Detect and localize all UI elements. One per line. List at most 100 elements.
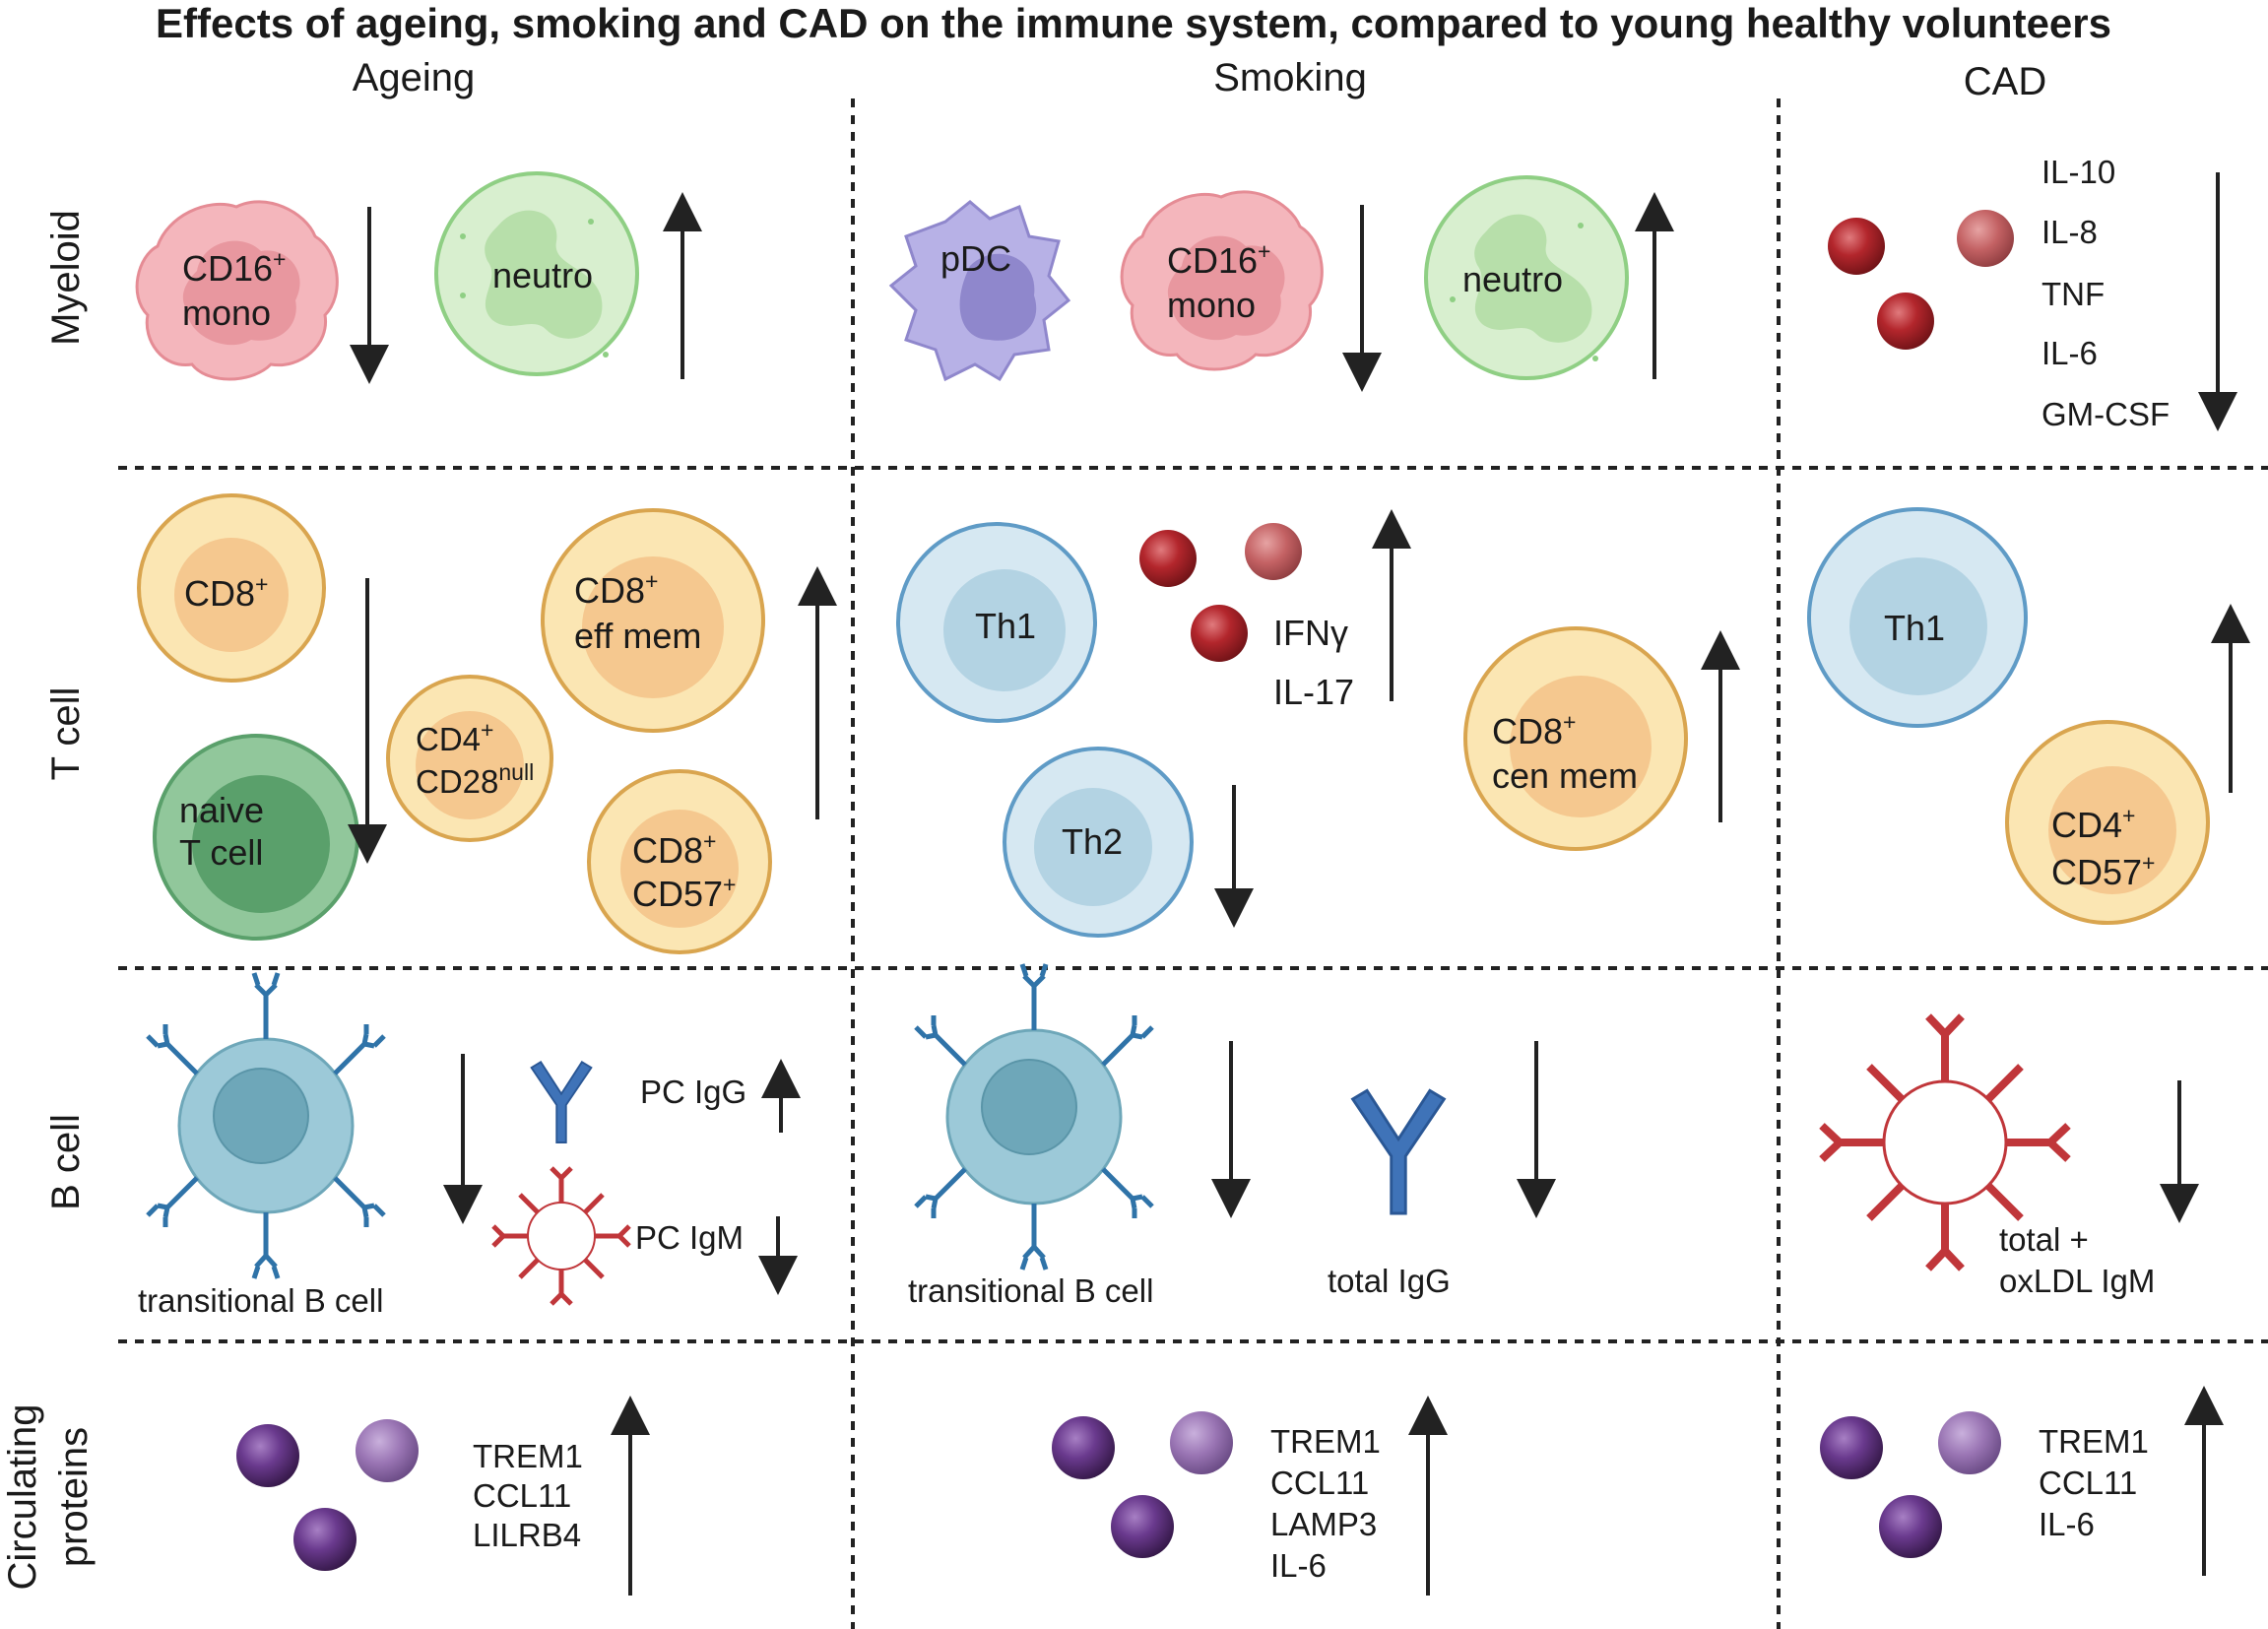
protein-dot-ageing-2 [356,1419,419,1482]
svg-text:CD57+: CD57+ [632,872,736,914]
label-cd8-cd57: CD8 [632,830,703,871]
cytokine-dot-ifn-1 [1139,530,1197,587]
label-cd28: CD28 [416,763,498,800]
protein-dot-cad-2 [1938,1411,2001,1474]
igg-icon-smoking [1351,1088,1446,1215]
cd16-monocyte-ageing: CD16+ mono [135,200,339,381]
naive-t-cell: naive T cell [153,734,359,941]
row-header-t-cell: T cell [44,687,88,781]
cytokine-dot-ifn-2 [1245,523,1302,580]
row-header-b-cell: B cell [44,1114,88,1210]
row-header-proteins: proteins [52,1427,96,1567]
label-transitional-smoking: transitional B cell [908,1272,1153,1309]
cd4-cd28null-cell: CD4+ CD28null [386,675,553,842]
label-pc-igg: PC IgG [640,1074,746,1110]
label-cd16-sup: + [273,246,286,272]
pdc-smoking: pDC [888,200,1071,382]
svg-text:CD4+: CD4+ [416,717,493,757]
label-transitional-ageing: transitional B cell [138,1282,383,1319]
cd16-monocyte-smoking: CD16+ mono [1120,190,1324,371]
cytokine-dot-2 [1957,210,2014,267]
label-mono: mono [182,293,271,333]
label-total-igg: total IgG [1328,1263,1451,1299]
protein-dot-smoking-1 [1052,1416,1115,1479]
protein-smoking-lamp3: LAMP3 [1270,1506,1377,1542]
column-header-smoking: Smoking [1213,56,1367,99]
label-cd16: CD16 [182,248,273,289]
protein-cad-trem1: TREM1 [2039,1423,2149,1460]
label-cd28-null: null [498,759,534,785]
cd4-cd57-cell-cad: CD4+ CD57+ [2005,720,2210,925]
label-neutro: neutro [492,255,593,295]
cytokine-dot-3 [1877,293,1934,350]
svg-text:CD57+: CD57+ [2051,850,2155,892]
protein-ageing-lilrb4: LILRB4 [473,1517,581,1553]
cd8-cen-mem-cell: CD8+ cen mem [1463,626,1688,851]
igm-icon-ageing [491,1166,631,1306]
label-eff-mem: eff mem [574,616,701,656]
igm-icon-cad [1819,1013,2071,1271]
label-naive: naive [179,790,264,830]
svg-text:CD28null: CD28null [416,759,534,800]
protein-cad-il6: IL-6 [2039,1506,2095,1542]
label-cd57-cad: CD57 [2051,852,2142,892]
cytokine-tnf: TNF [2041,276,2105,312]
protein-dot-cad-1 [1820,1416,1883,1479]
label-mono-smoking: mono [1167,285,1256,325]
protein-dot-cad-3 [1879,1495,1942,1558]
label-cd4-cad-sup: + [2122,803,2135,828]
label-cd57-cad-sup: + [2142,850,2155,876]
label-th1-cad: Th1 [1884,608,1945,648]
th2-cell-smoking: Th2 [1003,747,1194,938]
neutrophil-ageing: neutro [434,171,639,376]
label-cd8-effmem-sup: + [645,568,658,594]
cytokine-dot-ifn-3 [1191,605,1248,662]
label-cd4-sup: + [481,717,493,743]
label-total-plus: total + [1999,1221,2089,1258]
label-cen-mem: cen mem [1492,755,1638,796]
protein-ageing-ccl11: CCL11 [473,1477,571,1514]
svg-text:CD16+: CD16+ [182,246,286,289]
cd8-eff-mem-cell: CD8+ eff mem [541,508,765,733]
cytokine-gmcsf: GM-CSF [2041,396,2170,432]
protein-dot-smoking-2 [1170,1411,1233,1474]
cytokine-il6: IL-6 [2041,335,2098,371]
label-pdc: pDC [940,238,1011,279]
label-neutro-smoking: neutro [1462,259,1563,299]
svg-text:CD4+: CD4+ [2051,803,2135,845]
svg-text:CD8+: CD8+ [574,568,658,611]
cytokine-il17: IL-17 [1273,672,1354,712]
label-cd8-cenmem-sup: + [1563,709,1576,735]
cytokine-ifng: IFNγ [1273,613,1348,653]
protein-ageing-trem1: TREM1 [473,1438,583,1474]
svg-text:CD8+: CD8+ [1492,709,1576,751]
svg-text:CD8+: CD8+ [184,571,268,614]
label-cd4: CD4 [416,721,481,757]
protein-smoking-il6: IL-6 [1270,1547,1327,1584]
igg-icon-ageing [530,1061,593,1143]
label-oxldl-igm: oxLDL IgM [1999,1263,2155,1299]
protein-smoking-ccl11: CCL11 [1270,1465,1369,1501]
cytokine-il8: IL-8 [2041,214,2098,250]
label-th2-smoking: Th2 [1062,821,1123,862]
label-cd57: CD57 [632,874,723,914]
transitional-b-cell-ageing [146,972,386,1279]
row-header-myeloid: Myeloid [44,210,88,346]
label-pc-igm: PC IgM [635,1219,744,1256]
cytokine-il10: IL-10 [2041,154,2115,190]
label-cd8-sup: + [255,571,268,597]
svg-text:CD8+: CD8+ [632,828,716,871]
th1-cell-cad: Th1 [1807,507,2028,728]
b-cell-receptors-ageing [146,972,386,1279]
protein-dot-ageing-1 [236,1424,299,1487]
protein-dot-ageing-3 [293,1508,356,1571]
protein-dot-smoking-3 [1111,1495,1174,1558]
column-header-cad: CAD [1964,60,2046,103]
label-cd8-effmem: CD8 [574,570,645,611]
cd8-cd57-cell-ageing: CD8+ CD57+ [587,769,772,954]
label-t-cell: T cell [179,832,263,873]
label-cd16-sup-smoking: + [1258,238,1270,264]
protein-smoking-trem1: TREM1 [1270,1423,1381,1460]
label-cd8-cd57-sup: + [703,828,716,854]
